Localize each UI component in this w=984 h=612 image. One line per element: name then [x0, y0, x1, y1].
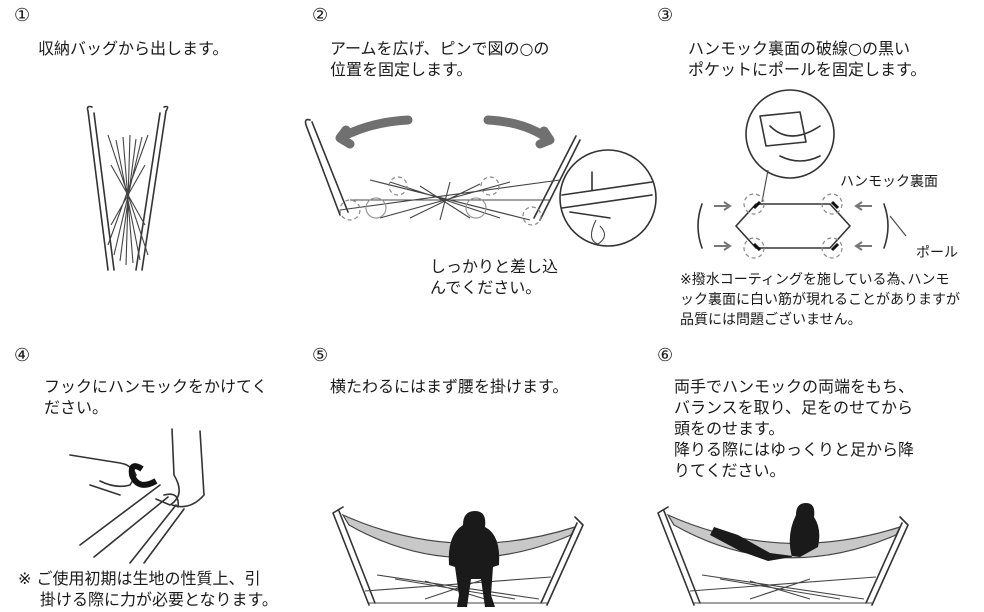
step-4-text-line-2: ださい。: [44, 398, 109, 417]
step-3-note-line-2: ック裏面に白い筋が現れることがありますが: [680, 292, 960, 308]
step-3-note-line-1: ※撥水コーティングを施している為､ハンモ: [680, 272, 950, 288]
step-6-number: ⑥: [657, 345, 674, 366]
step-6-text-line-4: 降りる際にはゆっくりと足から降: [674, 440, 915, 459]
step-3-text-line-2: ポケットにポールを固定します。: [688, 60, 927, 79]
sitting-hammock-illustration: [332, 506, 584, 607]
step-1-number: ①: [14, 5, 31, 26]
step-3-note-line-3: 品質には問題ございません。: [680, 312, 862, 328]
step-3-number: ③: [657, 5, 674, 26]
label-pole: ポール: [916, 245, 958, 261]
step-5-text-line-1: 横たわるにはまず腰を掛けます。: [330, 377, 569, 396]
step-2-number: ②: [312, 5, 329, 26]
step-6-text-line-3: 頭をのせます。: [674, 419, 785, 438]
step-2-callout-line-1: しっかりと差し込: [430, 257, 559, 276]
step-2-callout-line-2: んでください。: [430, 278, 542, 297]
step-4-text-line-1: フックにハンモックをかけてく: [44, 377, 268, 396]
step-2-text-line-1: アームを広げ、ピンで図の○の: [330, 39, 550, 58]
step-5-number: ⑤: [312, 345, 329, 366]
label-hammock-back: ハンモック裏面: [840, 174, 938, 190]
step-6-text-line-1: 両手でハンモックの両端をもち、: [674, 377, 915, 396]
step-3-text-line-1: ハンモック裏面の破線○の黒い: [688, 39, 910, 58]
step-4-note-line-1: ※ ご使用初期は生地の性質上、引: [18, 569, 261, 588]
step-2-text-line-2: 位置を固定します。: [330, 60, 473, 79]
step-4-number: ④: [14, 345, 31, 366]
pocket-pole-illustration: [697, 89, 907, 259]
hook-hands-illustration: [69, 428, 205, 564]
step-6-text-line-2: バランスを取り、足をのせてから: [674, 398, 914, 417]
step-4-note-line-2: 掛ける際に力が必要となります。: [40, 590, 278, 609]
spread-arms-illustration: [304, 115, 657, 247]
step-6-text-line-5: りてください。: [674, 461, 786, 480]
lying-hammock-illustration: [657, 503, 909, 606]
step-1-text-line-1: 収納バッグから出します。: [38, 39, 229, 58]
folded-stand-illustration: [86, 105, 169, 271]
